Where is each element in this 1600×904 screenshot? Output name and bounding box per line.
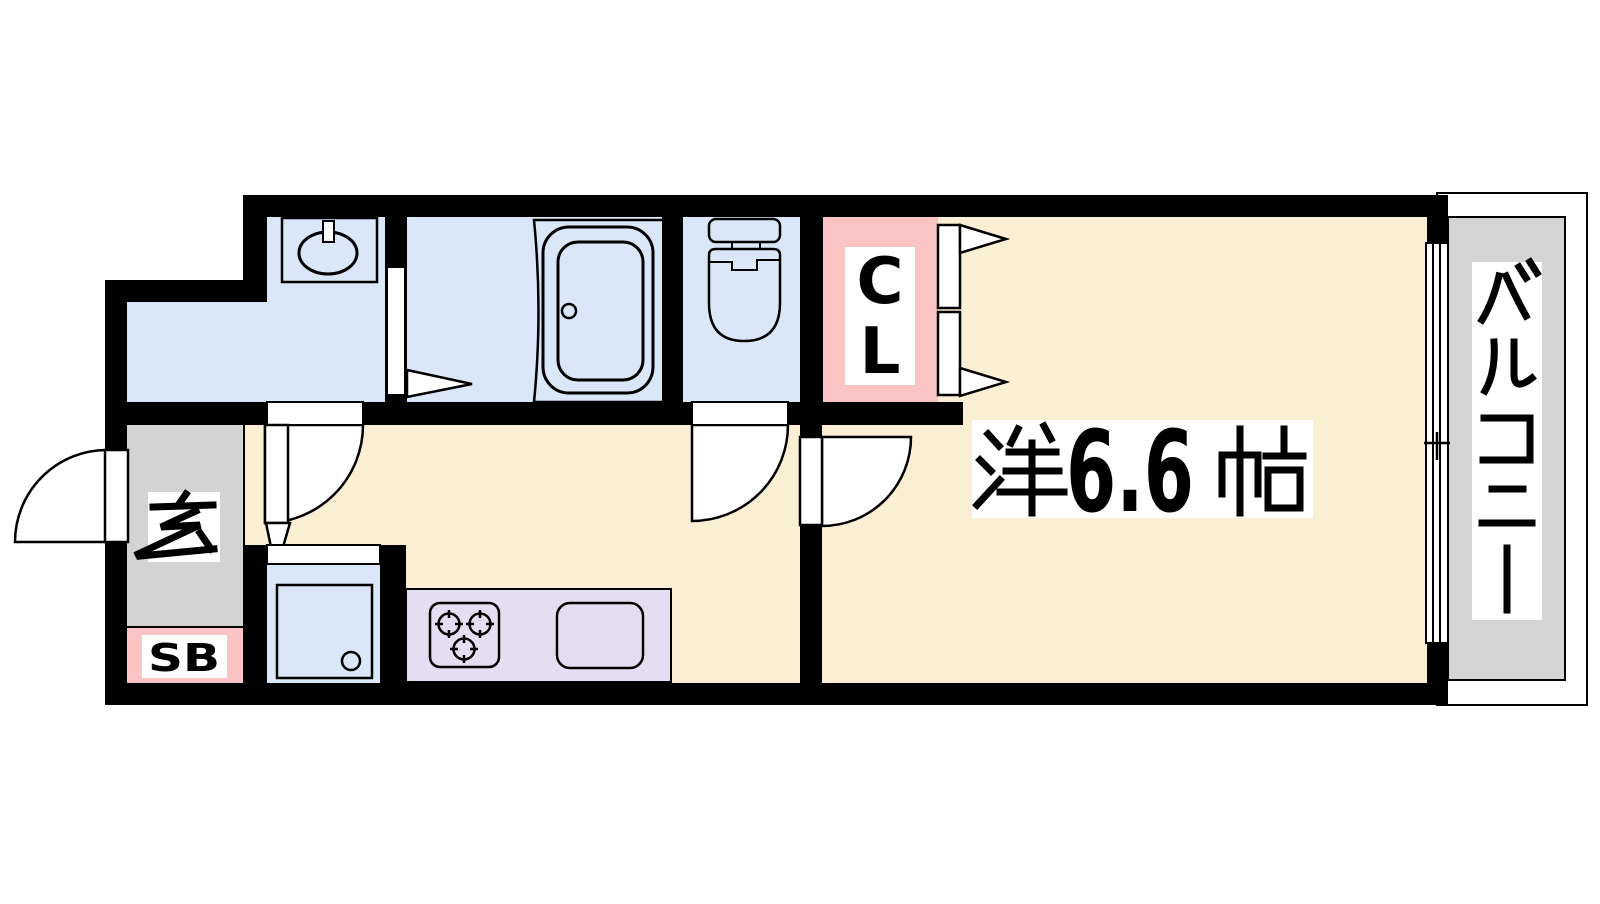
kanji-jou — [1218, 425, 1307, 517]
svg-text:L: L — [860, 315, 901, 389]
wall-step — [105, 280, 267, 302]
room-door-swing — [820, 435, 913, 528]
toilet-door-opening — [691, 401, 789, 426]
wall-upper-block-bottom — [127, 402, 963, 425]
wall-niche-left — [243, 545, 267, 683]
washing-machine-pan-icon — [266, 544, 381, 680]
entrance-door-leaf — [103, 448, 130, 544]
stove-icon — [428, 601, 501, 669]
toilet-icon — [707, 217, 782, 343]
wall-right-top — [1427, 195, 1448, 243]
closet-door-arrow-icon — [958, 223, 1011, 255]
shoebox-label: SB — [142, 635, 227, 680]
toilet-room-floor — [683, 217, 800, 402]
svg-text:6.6: 6.6 — [1066, 408, 1194, 538]
wall-bottom — [105, 683, 1448, 705]
kitchen-counter — [405, 588, 672, 683]
wall-right-bottom — [1427, 643, 1448, 705]
closet-doors — [936, 223, 1011, 398]
western-room-label: 6.6 — [972, 408, 1313, 538]
closet-label: C L — [845, 245, 915, 389]
washroom-door-opening — [266, 401, 364, 426]
wall-niche-right — [380, 545, 406, 683]
room-door-leaf — [798, 435, 824, 527]
kanji-you — [972, 421, 1068, 517]
toilet-door-swing — [690, 423, 790, 523]
svg-text:SB: SB — [148, 636, 220, 680]
washbasin-icon — [280, 216, 379, 284]
bathtub-icon — [532, 218, 662, 404]
washer-niche-floor — [267, 563, 380, 683]
kitchen-sink-icon — [555, 601, 645, 670]
wall-bathroom-toilet — [662, 217, 683, 402]
balcony-label — [1472, 257, 1542, 620]
entrance-door-swing — [13, 448, 109, 544]
entrance-label — [133, 489, 220, 562]
wall-top — [243, 195, 1448, 217]
closet-door-arrow-icon — [958, 366, 1011, 398]
bathroom-floor — [407, 217, 662, 402]
balcony-window — [1424, 242, 1450, 644]
bathroom-door-arrow-icon — [405, 368, 473, 399]
svg-text:C: C — [857, 245, 904, 319]
wall-toilet-closet — [800, 217, 823, 402]
bathroom-door-strip — [386, 266, 406, 396]
washroom-door-leaf — [263, 423, 290, 525]
